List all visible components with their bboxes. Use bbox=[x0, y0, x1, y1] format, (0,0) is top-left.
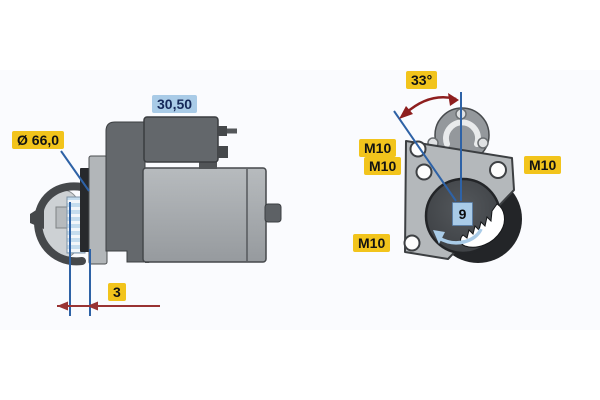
label-bolt-m10-top-left-2: M10 bbox=[364, 157, 402, 175]
rear-shaft-stub bbox=[264, 203, 282, 223]
dimension-arrowhead-right bbox=[87, 301, 98, 311]
label-pinion-tooth-count: 9 bbox=[452, 202, 473, 226]
angle-reference-line-slanted bbox=[393, 110, 457, 202]
front-view bbox=[393, 92, 522, 263]
diameter-leader-line bbox=[60, 150, 90, 192]
mounting-flange-plate bbox=[88, 155, 108, 265]
label-mounting-angle: 33° bbox=[406, 71, 438, 89]
solenoid-terminal-upper bbox=[218, 126, 227, 136]
label-bolt-m10-right: M10 bbox=[524, 156, 562, 174]
fork-tip bbox=[30, 205, 44, 229]
drive-end-bracket bbox=[105, 121, 146, 263]
label-pinion-protrusion: 3 bbox=[108, 283, 126, 301]
rotation-arrowhead bbox=[433, 230, 445, 244]
label-flange-diameter: Ø 66,0 bbox=[12, 131, 65, 149]
bolt-hole-top-left-2 bbox=[415, 163, 433, 181]
label-bolt-m10-bottom-left: M10 bbox=[353, 234, 391, 252]
pinion-gear-silhouette bbox=[460, 203, 505, 248]
terminal-stud bbox=[227, 128, 237, 134]
dimension-arrowhead-left bbox=[57, 301, 68, 311]
solenoid-terminal-lower bbox=[218, 146, 228, 158]
label-bolt-m10-top-left-1: M10 bbox=[359, 139, 397, 157]
bolt-hole-bottom-left bbox=[403, 234, 421, 252]
angle-arrowhead-right bbox=[448, 93, 459, 106]
rotation-direction-arrow bbox=[438, 228, 483, 245]
angle-arc-arrow bbox=[405, 96, 457, 114]
angle-arrowhead-left bbox=[399, 106, 413, 119]
solenoid-bolt-right bbox=[477, 137, 489, 149]
label-solenoid-length: 30,50 bbox=[152, 95, 198, 113]
bolt-hole-right bbox=[489, 161, 507, 179]
side-view bbox=[30, 116, 282, 316]
solenoid bbox=[143, 116, 219, 163]
